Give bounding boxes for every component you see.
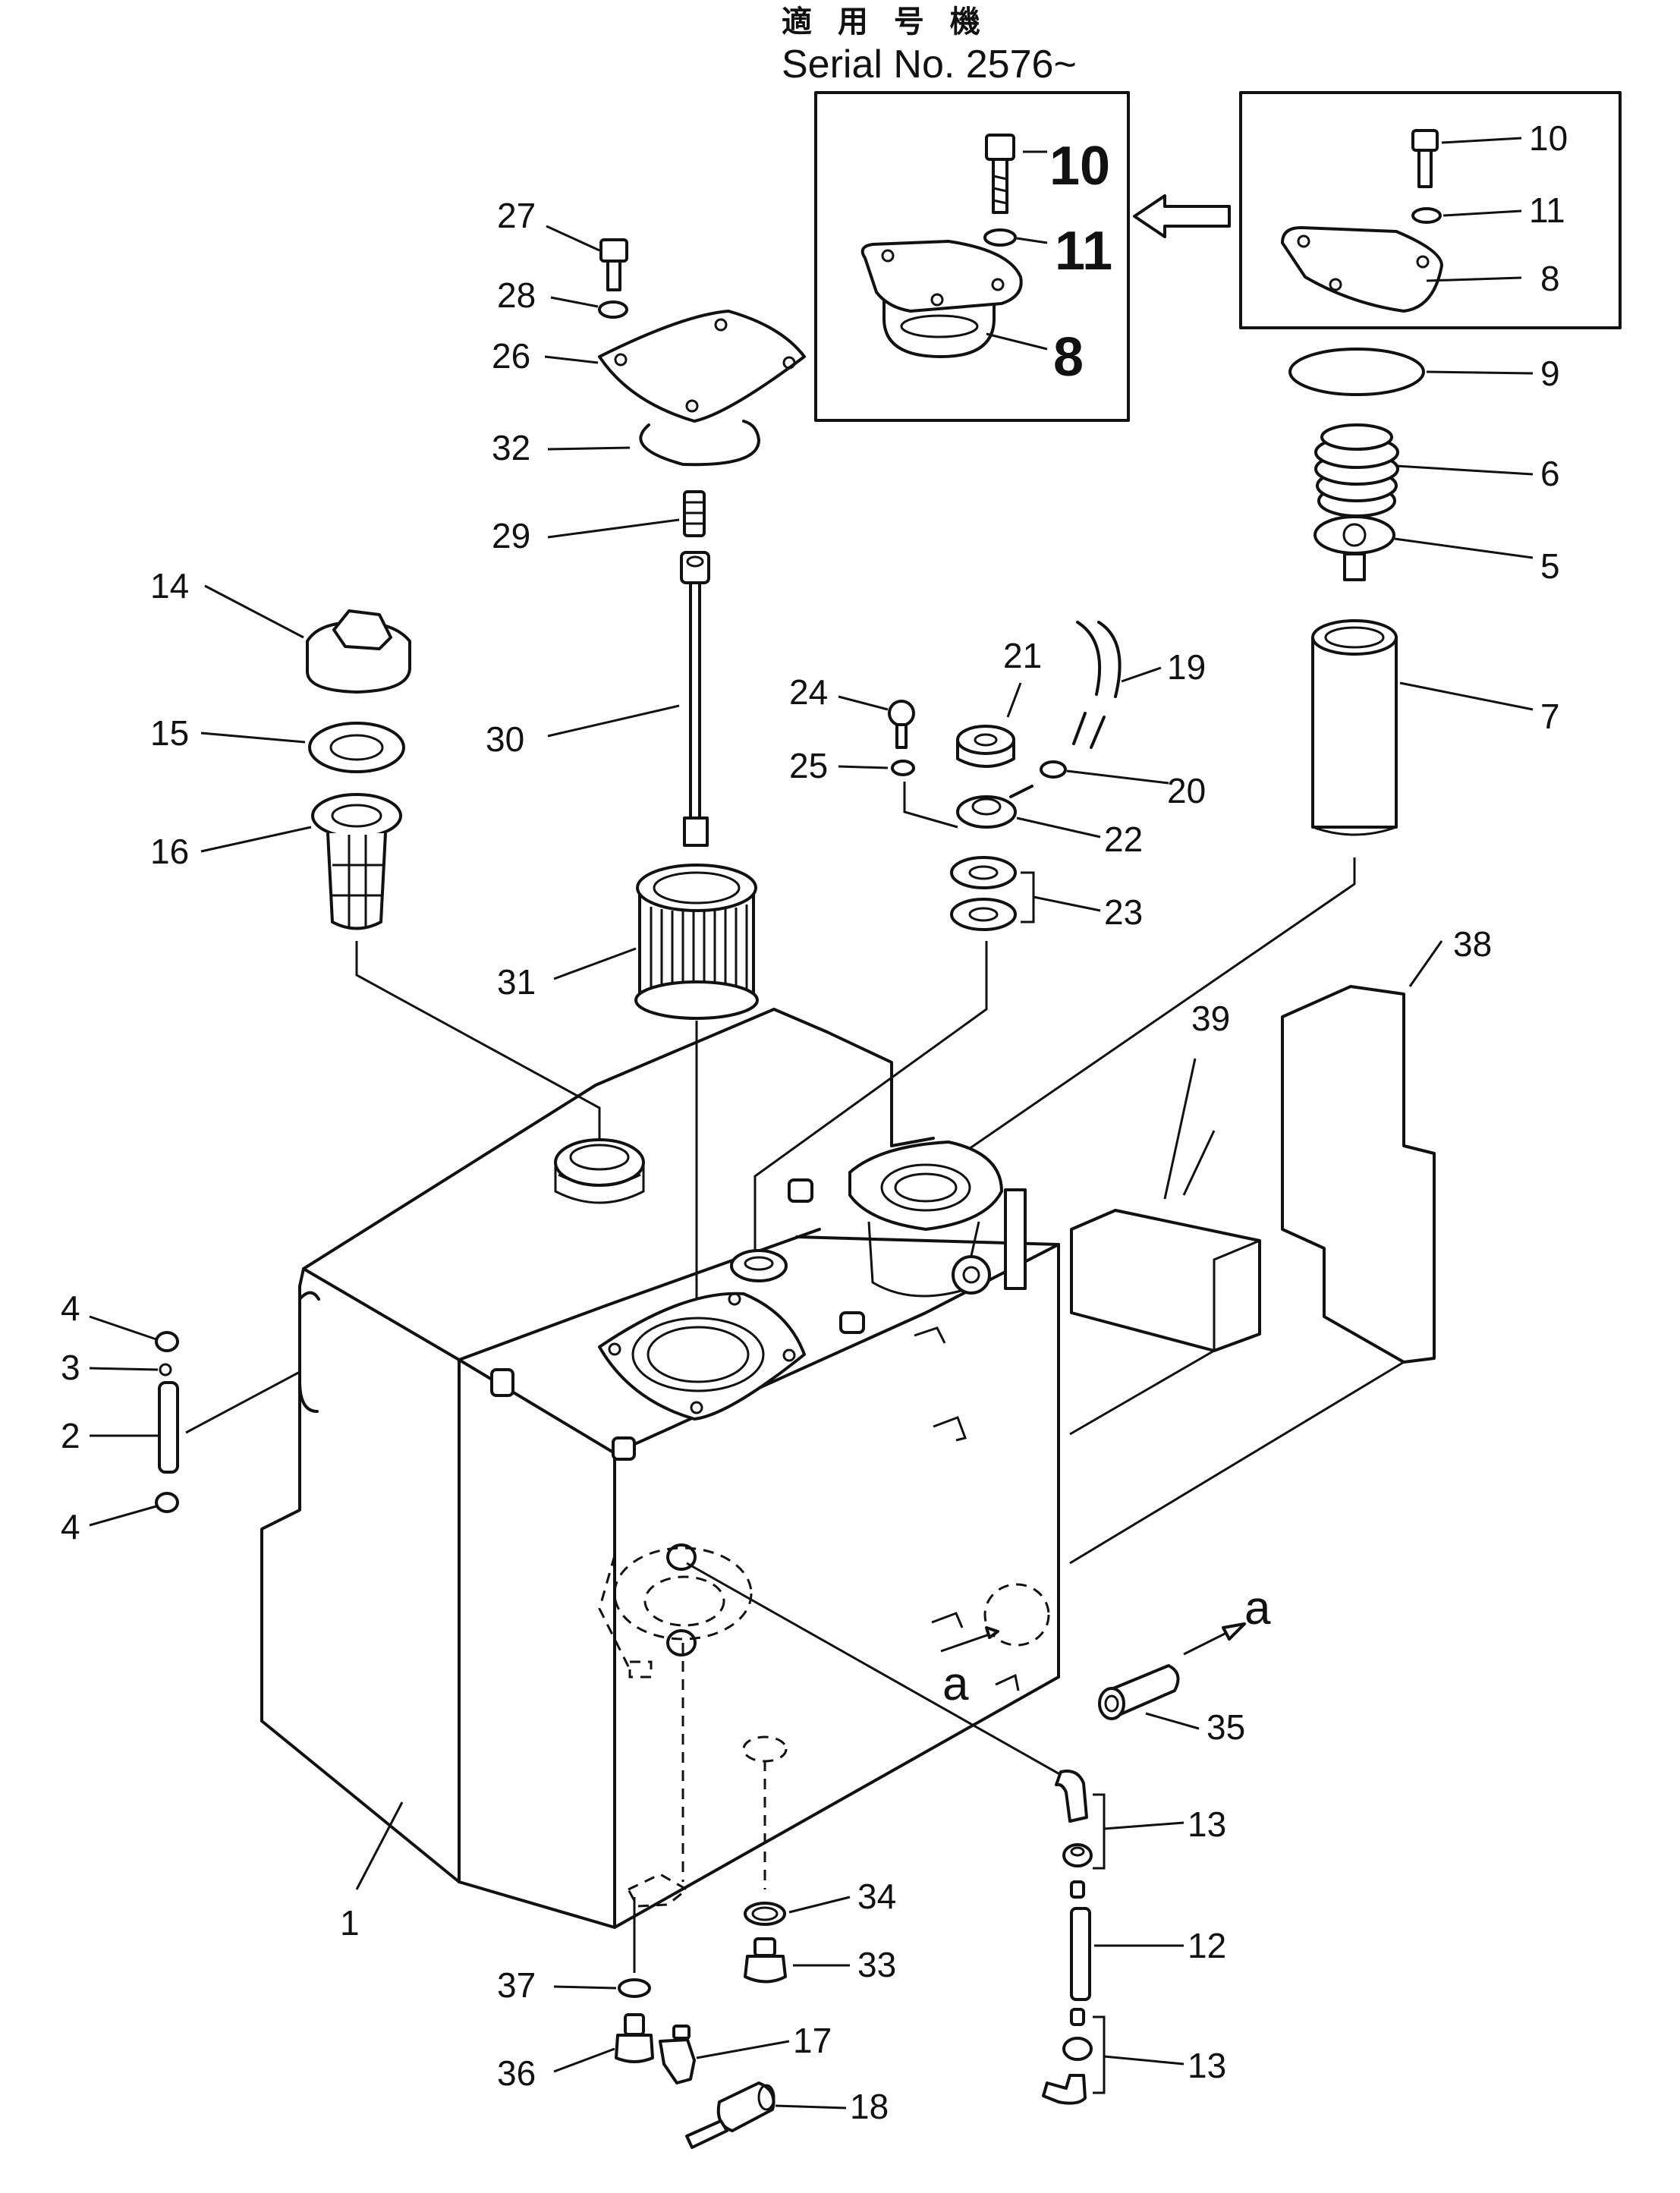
callout-13-bottom: 13 (1188, 2046, 1226, 2085)
callout-36: 36 (497, 2053, 536, 2093)
callout-16: 16 (150, 832, 189, 871)
callout-34: 34 (857, 1877, 896, 1916)
callout-24: 24 (789, 672, 828, 712)
pads-group: 39 38 (1069, 924, 1492, 1565)
callout-14: 14 (150, 566, 189, 606)
callout-12: 12 (1188, 1926, 1226, 1965)
inset-old-cover: 10 11 8 (1239, 91, 1622, 329)
drain-group: 34 33 37 36 17 18 (497, 1877, 896, 2149)
callout-10: 10 (1529, 118, 1568, 158)
callout-20: 20 (1167, 771, 1206, 810)
callout-35: 35 (1207, 1707, 1245, 1747)
callout-23: 23 (1104, 892, 1143, 932)
callout-28: 28 (497, 275, 536, 315)
callout-13-top: 13 (1188, 1804, 1226, 1844)
callout-9: 9 (1540, 354, 1560, 393)
inset-new-cover: 10 11 8 (814, 91, 1130, 422)
callout-38: 38 (1453, 924, 1492, 964)
callout-22: 22 (1104, 820, 1143, 859)
view-a-marker-tank: a (942, 1658, 969, 1710)
view-a-marker-strainer: a (1244, 1582, 1271, 1635)
callout-11: 11 (1529, 190, 1565, 230)
header: 適 用 号 機 Serial No. 2576~ (782, 5, 1077, 87)
hydraulic-tank: a 1 (260, 1008, 1060, 1943)
callout-30: 30 (486, 719, 524, 759)
callout-18: 18 (850, 2087, 889, 2126)
sight-gauge-group: 4 3 2 4 (61, 1288, 320, 1546)
callout-17: 17 (793, 2021, 832, 2060)
callout-37: 37 (497, 1965, 536, 2005)
callout-21: 21 (1003, 636, 1042, 675)
callout-29: 29 (492, 516, 530, 555)
callout-32: 32 (492, 428, 530, 467)
suction-strainer-35: a 35 (1098, 1582, 1271, 1747)
callout-10-new: 10 (1049, 136, 1110, 197)
callout-3: 3 (61, 1348, 80, 1387)
callout-26: 26 (492, 336, 530, 376)
callout-11-new: 11 (1055, 221, 1112, 282)
filter-stack-right: 9 6 5 7 (917, 348, 1560, 1185)
callout-8-new: 8 (1053, 327, 1084, 388)
callout-5: 5 (1540, 546, 1560, 586)
callout-4-top: 4 (61, 1288, 80, 1328)
callout-27: 27 (497, 196, 536, 235)
serial-number-label: Serial No. 2576~ (782, 42, 1077, 87)
callout-15: 15 (150, 713, 189, 753)
callout-19: 19 (1167, 647, 1206, 687)
applicable-models-label: 適 用 号 機 (782, 5, 988, 39)
callout-25: 25 (789, 746, 828, 785)
callout-31: 31 (497, 962, 536, 1002)
breather-group: 19 20 21 24 25 22 23 (753, 621, 1206, 1252)
callout-8: 8 (1540, 259, 1560, 298)
callout-39: 39 (1191, 999, 1230, 1038)
callout-33: 33 (857, 1945, 896, 1984)
callout-6: 6 (1540, 454, 1560, 493)
callout-1: 1 (340, 1903, 360, 1943)
callout-2: 2 (61, 1416, 80, 1455)
hollow-arrow-left-icon (1133, 194, 1231, 238)
strainer-stack-center: 27 28 26 32 29 30 (486, 196, 806, 1313)
callout-4-bottom: 4 (61, 1507, 80, 1546)
filler-cap-group: 14 15 16 (150, 566, 601, 1153)
level-pipe-group: 13 12 13 (686, 1562, 1226, 2105)
callout-7: 7 (1540, 697, 1560, 736)
